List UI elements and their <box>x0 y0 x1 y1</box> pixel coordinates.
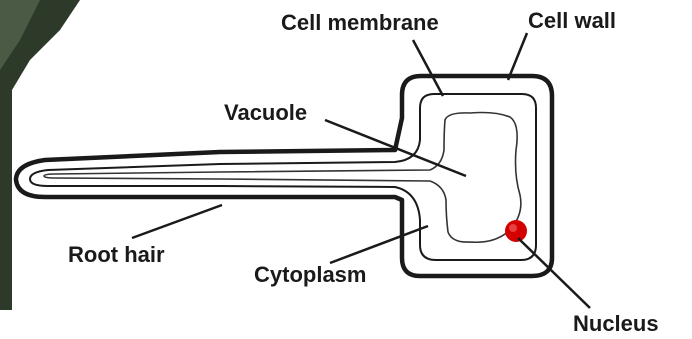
vacuole-outline <box>44 113 521 243</box>
label-cytoplasm: Cytoplasm <box>254 264 366 286</box>
leader-cell-membrane <box>413 40 443 96</box>
leader-cytoplasm <box>330 226 428 263</box>
label-nucleus: Nucleus <box>573 313 659 335</box>
label-cell-membrane: Cell membrane <box>281 12 439 34</box>
leader-cell-wall <box>508 33 527 80</box>
label-root-hair: Root hair <box>68 244 165 266</box>
leader-root-hair <box>132 205 222 238</box>
nucleus-highlight <box>509 224 517 232</box>
label-cell-wall: Cell wall <box>528 10 616 32</box>
label-vacuole: Vacuole <box>224 102 307 124</box>
nucleus-dot <box>505 220 527 242</box>
